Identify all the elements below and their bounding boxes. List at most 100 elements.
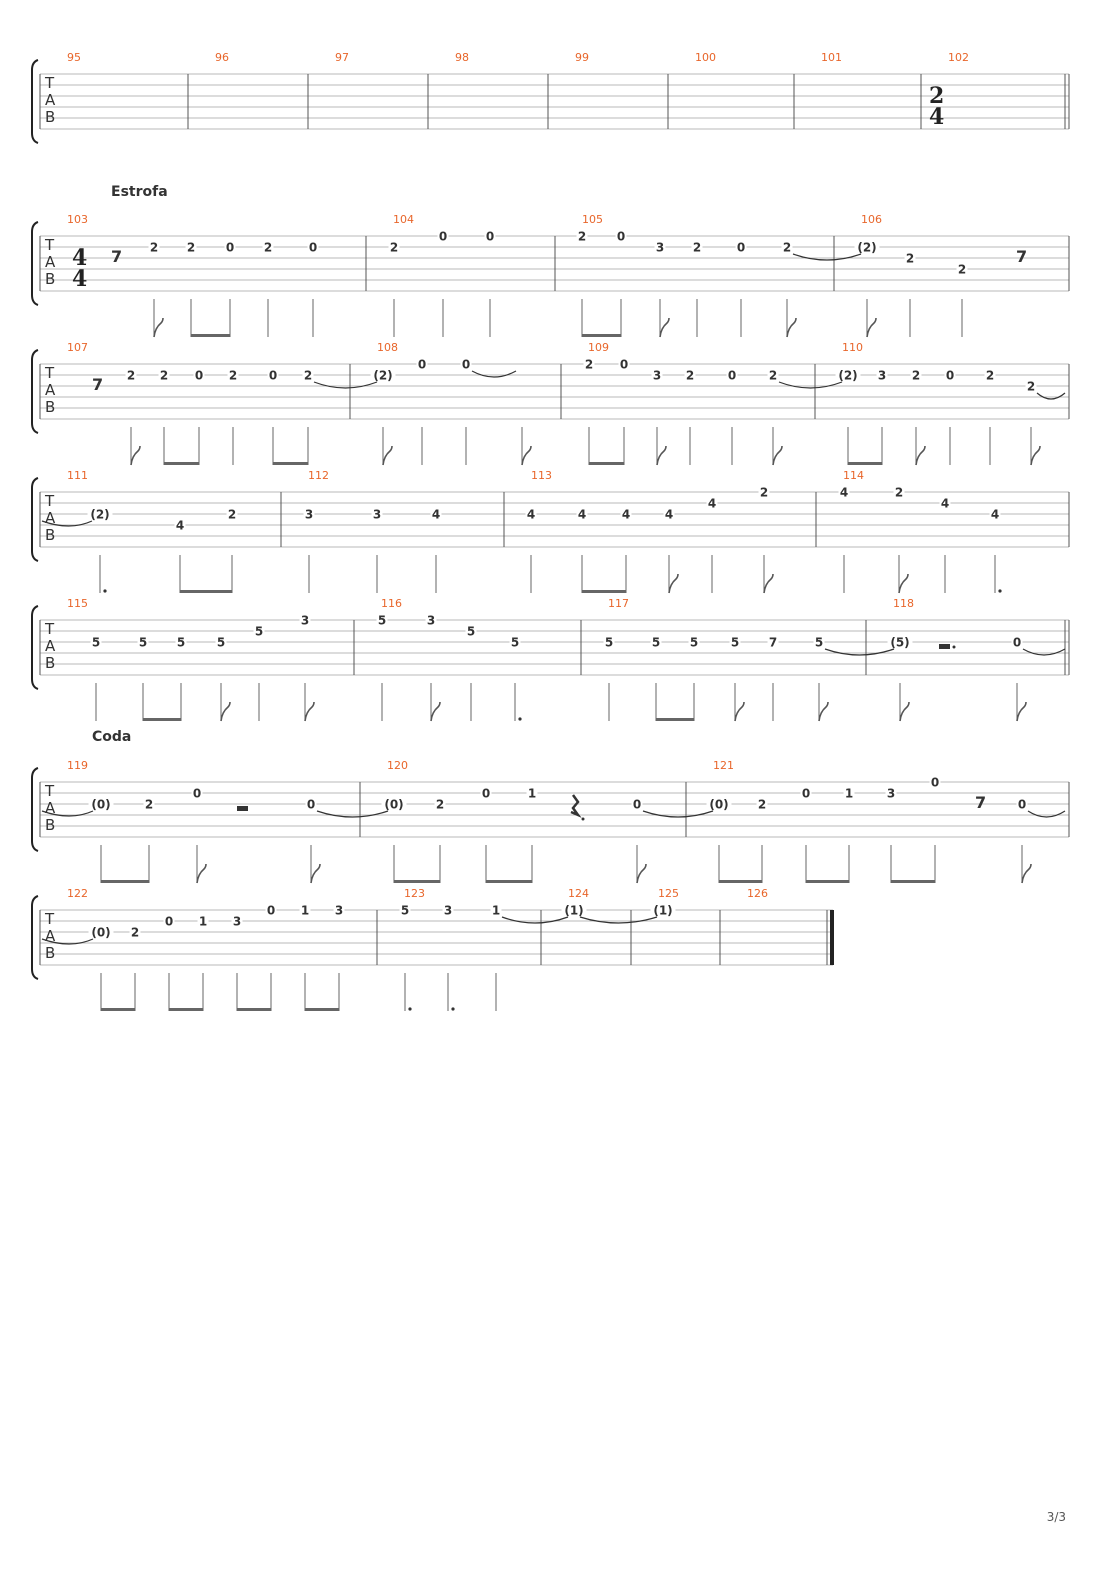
fret-number: 2 — [958, 263, 966, 277]
time-signature-bottom: 4 — [929, 104, 944, 130]
fret-number: 1 — [199, 915, 207, 929]
fret-number: 2 — [150, 241, 158, 255]
beam — [169, 1008, 203, 1011]
fret-number: 3 — [887, 787, 895, 801]
fret-number: 0 — [486, 230, 494, 244]
tie-continuation — [41, 520, 93, 527]
measure-number: 100 — [695, 51, 716, 64]
fret-background — [299, 904, 311, 916]
fret-number: 3 — [656, 241, 664, 255]
fret-number: 0 — [195, 369, 203, 383]
fret-background — [688, 636, 700, 648]
eighth-flag — [772, 445, 783, 466]
fret-background — [939, 497, 951, 509]
fret-number: 5 — [401, 904, 409, 918]
measure-number: 101 — [821, 51, 842, 64]
eighth-flag — [899, 701, 910, 722]
fret-background — [333, 904, 345, 916]
page-number: 3/3 — [1046, 1510, 1066, 1524]
fret-background — [929, 776, 941, 788]
fret-number: 0 — [226, 241, 234, 255]
fret-background — [729, 636, 741, 648]
fret-background — [984, 369, 996, 381]
fret-number: 0 — [269, 369, 277, 383]
fret-number: (1) — [653, 904, 672, 918]
tab-clef-letter: B — [45, 944, 55, 962]
fret-number: 0 — [946, 369, 954, 383]
tab-clef-letter: B — [45, 398, 55, 416]
eighth-flag — [220, 701, 231, 722]
fret-number: 3 — [335, 904, 343, 918]
fret-number: 0 — [462, 358, 470, 372]
fret-background — [767, 636, 779, 648]
fret-background — [576, 508, 588, 520]
tie — [642, 810, 714, 818]
fret-background — [425, 614, 437, 626]
fret-number: 0 — [931, 776, 939, 790]
fret-number: 4 — [622, 508, 630, 522]
fret-number: 3 — [878, 369, 886, 383]
tab-clef-letter: T — [44, 236, 55, 254]
beam — [237, 1008, 271, 1011]
measure-number: 102 — [948, 51, 969, 64]
fret-background — [631, 798, 643, 810]
fret-number: 0 — [1018, 798, 1026, 812]
fret-background — [465, 625, 477, 637]
eighth-rest: 7 — [975, 793, 986, 812]
fret-number: (5) — [890, 636, 909, 650]
fret-number: 2 — [187, 241, 195, 255]
fret-background — [158, 369, 170, 381]
fret-background — [650, 904, 676, 916]
measure-number: 126 — [747, 887, 768, 900]
fret-background — [163, 915, 175, 927]
fret-background — [956, 263, 968, 275]
eighth-rest: 7 — [92, 375, 103, 394]
fret-number: 2 — [131, 926, 139, 940]
fret-number: 2 — [895, 486, 903, 500]
fret-background — [88, 798, 114, 810]
measure-number: 119 — [67, 759, 88, 772]
measure-number: 109 — [588, 341, 609, 354]
beam — [273, 462, 308, 465]
fret-background — [125, 369, 137, 381]
fret-number: 3 — [653, 369, 661, 383]
tab-clef-letter: B — [45, 526, 55, 544]
fret-background — [231, 915, 243, 927]
measure-number: 98 — [455, 51, 469, 64]
tab-clef-letter: T — [44, 620, 55, 638]
half-rest — [237, 806, 248, 811]
fret-number: 2 — [390, 241, 398, 255]
fret-background — [490, 904, 502, 916]
beam — [180, 590, 232, 593]
fret-number: (0) — [384, 798, 403, 812]
tie — [1027, 810, 1066, 818]
beam — [848, 462, 882, 465]
eighth-flag — [915, 445, 926, 466]
measure-number: 120 — [387, 759, 408, 772]
fret-number: 2 — [912, 369, 920, 383]
fret-background — [399, 904, 411, 916]
rhythm-dot — [408, 1007, 412, 1011]
tie — [501, 916, 569, 924]
fret-background — [197, 915, 209, 927]
beam — [582, 590, 626, 593]
fret-number: 1 — [528, 787, 536, 801]
fret-background — [893, 486, 905, 498]
fret-number: 0 — [307, 798, 315, 812]
eighth-flag — [153, 317, 164, 338]
measure-number: 107 — [67, 341, 88, 354]
fret-background — [143, 798, 155, 810]
fret-number: 5 — [378, 614, 386, 628]
fret-background — [307, 241, 319, 253]
fret-number: (0) — [709, 798, 728, 812]
fret-background — [175, 636, 187, 648]
tab-clef-letter: A — [45, 91, 56, 109]
tie — [579, 916, 658, 924]
fret-number: 2 — [264, 241, 272, 255]
fret-background — [226, 508, 238, 520]
tab-clef-letter: A — [45, 509, 56, 527]
fret-number: (2) — [838, 369, 857, 383]
measure-number: 103 — [67, 213, 88, 226]
fret-background — [388, 241, 400, 253]
fret-background — [302, 369, 314, 381]
